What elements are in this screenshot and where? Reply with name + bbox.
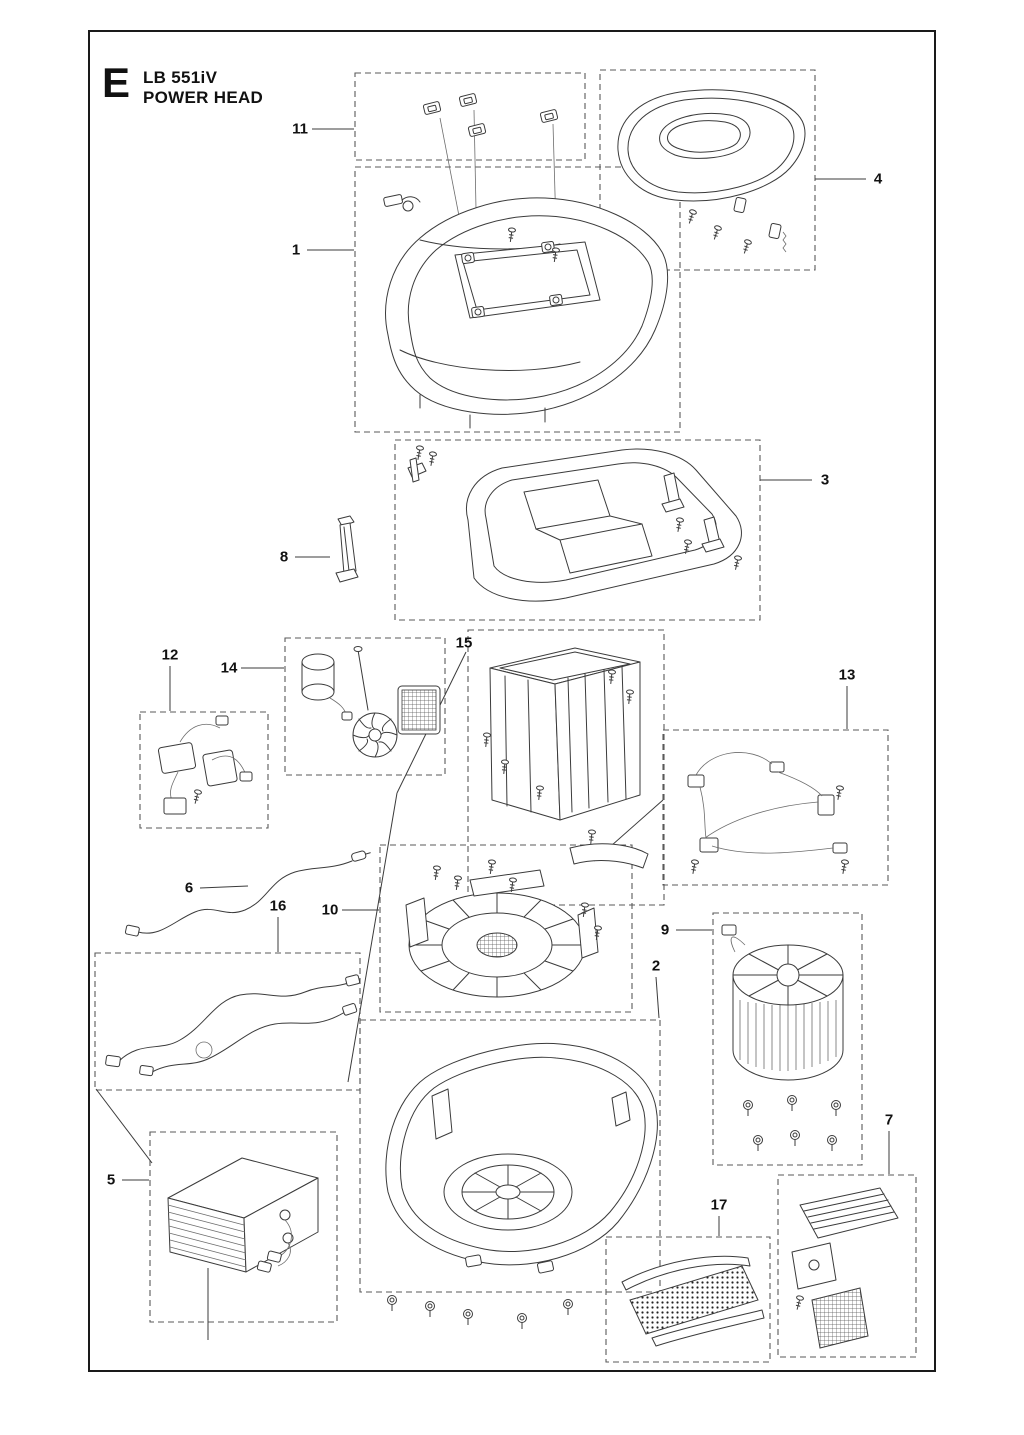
group-box-13 xyxy=(662,729,889,886)
part-battery-compartment-drawing xyxy=(481,647,649,869)
group-boxes xyxy=(94,69,917,1363)
callout-7: 7 xyxy=(884,1111,894,1129)
part-battery-pack-drawing xyxy=(167,1157,319,1273)
group-box-5 xyxy=(149,1131,338,1323)
headlight-lever-icon xyxy=(383,194,421,212)
part-cable-set-drawing xyxy=(105,974,361,1077)
part-rear-lid-drawing xyxy=(617,89,806,255)
group-box-2 xyxy=(359,1019,661,1293)
callout-2: 2 xyxy=(651,957,661,975)
part-sensor-module-drawing xyxy=(157,715,253,815)
part-top-cover-drawing xyxy=(383,194,669,429)
callout-15: 15 xyxy=(455,634,473,652)
callout-12: 12 xyxy=(161,646,179,664)
callout-4: 4 xyxy=(873,170,883,188)
callout-8: 8 xyxy=(279,548,289,566)
callout-17: 17 xyxy=(710,1196,728,1214)
impeller-icon xyxy=(352,712,398,758)
right-bracket-1-icon xyxy=(661,472,685,533)
part-motor-mount-drawing xyxy=(405,859,603,998)
part-cover-clips-drawing xyxy=(422,93,559,137)
part-latch-pin-drawing xyxy=(335,515,359,583)
part-fan-kit-drawing xyxy=(301,646,441,758)
group-box-4 xyxy=(599,69,816,271)
callout-10: 10 xyxy=(321,901,339,919)
part-bottom-chassis-drawing xyxy=(385,1042,658,1330)
part-grille-filter-drawing xyxy=(791,1187,899,1349)
group-box-9 xyxy=(712,912,863,1166)
part-upper-chassis-drawing xyxy=(407,444,743,602)
group-box-14 xyxy=(284,637,446,776)
part-foam-seal-drawing xyxy=(621,1255,765,1347)
callout-3: 3 xyxy=(820,471,830,489)
group-box-10 xyxy=(379,844,633,1013)
group-box-1 xyxy=(354,166,681,433)
section-letter: E xyxy=(102,59,131,106)
callout-9: 9 xyxy=(660,921,670,939)
right-bracket-2-icon xyxy=(701,516,725,553)
page-title: POWER HEAD xyxy=(143,88,264,107)
callout-5: 5 xyxy=(106,1171,116,1189)
group-box-12 xyxy=(139,711,269,829)
model-name: LB 551iV xyxy=(143,68,218,87)
callout-13: 13 xyxy=(838,666,856,684)
callout-1: 1 xyxy=(291,241,301,259)
group-box-11 xyxy=(354,72,586,161)
callout-11: 11 xyxy=(292,120,308,138)
part-electric-motor-drawing xyxy=(721,924,844,1152)
group-box-17 xyxy=(605,1236,771,1363)
group-box-15 xyxy=(467,629,665,906)
grille-plate-icon xyxy=(397,685,441,735)
part-signal-cable-drawing xyxy=(124,850,371,937)
group-box-3 xyxy=(394,439,761,621)
part-wiring-harness-drawing xyxy=(687,752,850,875)
left-bracket-icon xyxy=(407,444,438,483)
callout-6: 6 xyxy=(184,879,194,897)
callout-16: 16 xyxy=(269,897,287,915)
callout-14: 14 xyxy=(220,659,238,677)
